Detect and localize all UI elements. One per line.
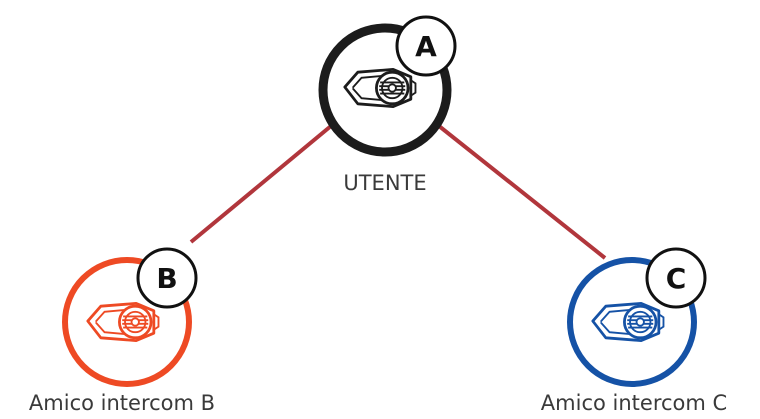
badge-b-letter: B: [156, 262, 177, 295]
badge-b-circle: [136, 247, 198, 309]
badge-a-circle: [395, 15, 457, 77]
link-user-to-friend-c: [437, 124, 607, 260]
friend-b-node: B Amico intercom B: [29, 247, 215, 415]
badge-c-letter: C: [666, 262, 687, 295]
user-node: A UTENTE: [318, 15, 457, 195]
friend-c-node: C Amico intercom C: [541, 247, 727, 415]
user-label: UTENTE: [343, 171, 426, 195]
link-user-to-friend-b: [189, 124, 333, 244]
badge-c-circle: [645, 247, 707, 309]
friend-b-label: Amico intercom B: [29, 391, 215, 415]
badge-a-letter: A: [415, 30, 437, 63]
friend-c-label: Amico intercom C: [541, 391, 727, 415]
